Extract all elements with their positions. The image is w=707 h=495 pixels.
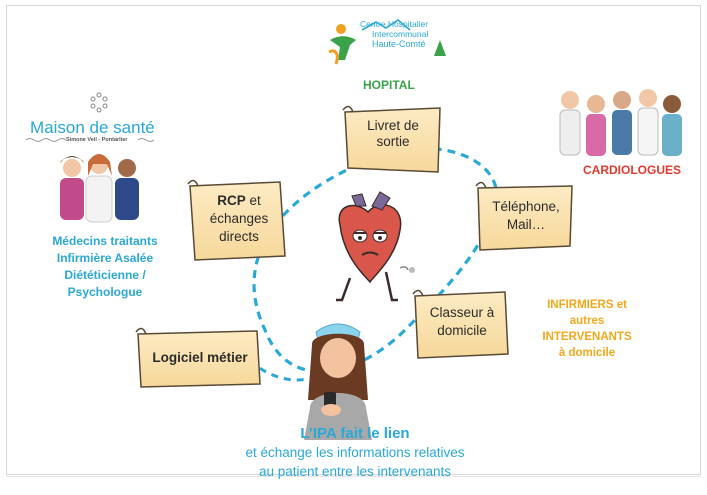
maison-sante-logo — [25, 92, 155, 142]
scroll-livret-line2: sortie — [376, 133, 410, 149]
scroll-classeur-line2: domicile — [437, 323, 487, 338]
ipa-nurse-illustration — [304, 323, 372, 440]
scroll-telephone-line2: Mail… — [506, 217, 546, 232]
scroll-telephone-line1: Téléphone, — [492, 199, 560, 214]
hospital-logo-line3: Haute-Comté — [372, 39, 426, 49]
scroll-rcp-shape — [187, 179, 286, 261]
bottom-divider — [6, 476, 701, 477]
scroll-logiciel-shape — [135, 327, 261, 388]
logo-fir-tree — [434, 40, 446, 56]
maison-sante-role-4: Psychologue — [67, 285, 143, 299]
maison-sante-role-1: Médecins traitants — [52, 234, 158, 248]
ipa-title: L’IPA fait le lien — [300, 425, 410, 442]
hospital-label: HOPITAL — [363, 78, 415, 92]
scroll-rcp-line3: directs — [219, 229, 259, 244]
ipa-line2: au patient entre les intervenants — [258, 464, 452, 479]
scroll-livret-text: Livret de sortie — [350, 118, 436, 149]
ipa-caption: L’IPA fait le lien et échange les inform… — [210, 424, 500, 481]
infirmiers-line-1: INFIRMIERS et — [547, 299, 627, 311]
maison-sante-role-3: Diététicienne / — [64, 268, 146, 282]
scroll-classeur-line1: Classeur à — [429, 305, 495, 320]
ipa-line1: et échange les informations relatives — [245, 445, 465, 460]
heart-character-icon — [336, 191, 415, 302]
scroll-rcp-text: RCP et échanges directs — [196, 192, 282, 246]
hospital-logo-line1: Centre Hospitalier — [360, 19, 429, 29]
scroll-classeur-text: Classeur à domicile — [418, 304, 506, 340]
maison-sante-title: Maison de santé — [30, 118, 155, 137]
slide-frame — [6, 5, 701, 475]
logo-figure-head — [336, 24, 346, 34]
cardiologues-illustration — [559, 89, 682, 156]
scroll-rcp-line1: et — [245, 193, 261, 208]
cardiologues-label: CARDIOLOGUES — [583, 163, 682, 177]
logo-figure-leg — [328, 49, 339, 65]
dashed-link-to-logiciel — [248, 358, 321, 382]
infirmiers-line-2: autres — [569, 315, 605, 327]
scroll-telephone-text: Téléphone, Mail… — [482, 198, 570, 234]
infirmiers-line-4: à domicile — [558, 347, 616, 359]
infirmiers-label: INFIRMIERS et autres INTERVENANTS à domi… — [527, 297, 647, 361]
hospital-logo-text: Centre Hospitalier Intercommunal Haute-C… — [360, 19, 428, 49]
scroll-rcp-line2: échanges — [209, 211, 269, 226]
maison-sante-role-2: Infirmière Asalée — [56, 251, 154, 265]
hospital-logo-line2: Intercommunal — [372, 29, 429, 39]
hospital-logo — [328, 19, 446, 65]
scroll-classeur-shape — [412, 289, 509, 359]
infirmiers-line-3: INTERVENANTS — [542, 331, 632, 343]
scroll-livret-line1: Livret de — [367, 118, 419, 133]
scroll-livret-shape — [342, 105, 441, 173]
maison-sante-subtitle: Simone Veil - Pontarlier — [66, 137, 128, 143]
scroll-logiciel-text: Logiciel métier — [152, 350, 248, 365]
logo-mountains — [361, 19, 411, 31]
scroll-rcp-bold: RCP — [217, 193, 246, 208]
scroll-telephone-shape — [475, 181, 573, 251]
maison-sante-roles: Médecins traitants Infirmière Asalée Dié… — [40, 233, 170, 301]
logo-figure-body — [330, 36, 356, 60]
maison-sante-staff-illustration — [60, 154, 139, 223]
